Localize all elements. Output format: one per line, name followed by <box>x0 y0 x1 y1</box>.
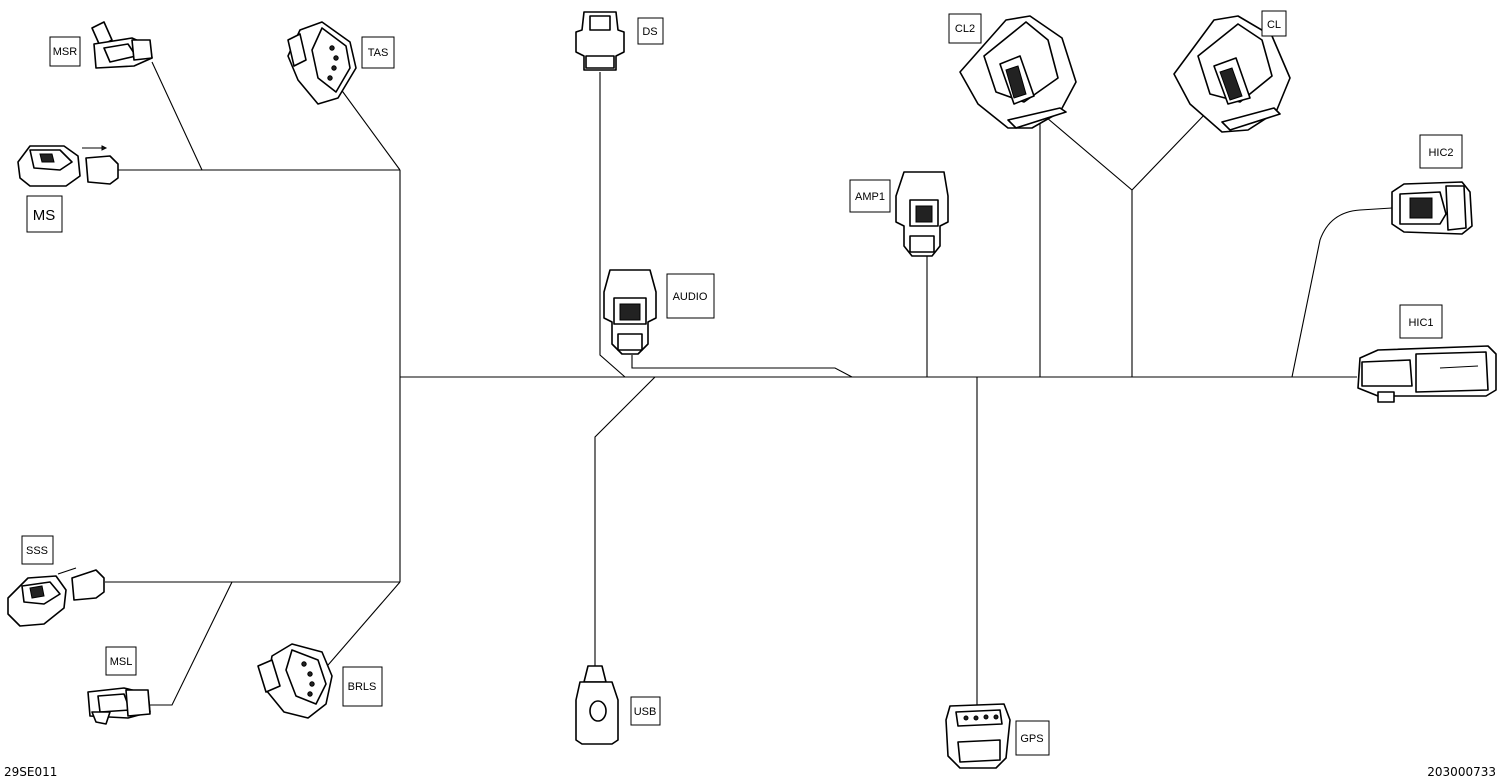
usb-connector <box>575 665 619 745</box>
label-amp1: AMP1 <box>849 179 891 213</box>
brls-branch-wire <box>321 581 401 673</box>
ds-connector <box>575 11 625 71</box>
label-usb: USB <box>630 696 661 726</box>
msr-connector <box>91 21 153 69</box>
label-ms-text: MS <box>33 207 56 224</box>
sss-connector <box>7 567 105 627</box>
label-cl-text: CL <box>1267 19 1281 31</box>
audio-branch-wire <box>631 355 853 378</box>
label-tas: TAS <box>361 36 395 69</box>
label-amp1-text: AMP1 <box>855 191 885 203</box>
hic2-connector <box>1391 181 1473 235</box>
label-sss-text: SSS <box>26 545 48 557</box>
label-cl2: CL2 <box>948 13 982 44</box>
label-audio: AUDIO <box>666 273 715 319</box>
ds-branch-wire <box>599 72 626 378</box>
amp1-connector <box>895 171 949 257</box>
label-cl2-text: CL2 <box>955 23 975 35</box>
brls-connector <box>257 643 333 719</box>
label-audio-text: AUDIO <box>673 291 708 303</box>
label-sss: SSS <box>21 535 54 565</box>
label-hic2: HIC2 <box>1419 134 1463 169</box>
label-cl: CL <box>1261 10 1287 37</box>
tas-branch-wire <box>339 87 401 171</box>
harness-wires <box>105 61 1393 706</box>
label-ms: MS <box>26 195 63 233</box>
label-msl: MSL <box>105 646 137 676</box>
msl-connector <box>87 687 151 725</box>
label-gps: GPS <box>1015 720 1050 756</box>
audio-connector <box>603 269 657 355</box>
drawing-reference-left: 29SE011 <box>4 765 58 779</box>
gps-connector <box>945 703 1011 769</box>
label-brls: BRLS <box>342 666 383 707</box>
label-usb-text: USB <box>634 706 657 718</box>
msl-branch-wire <box>150 581 233 706</box>
label-gps-text: GPS <box>1020 733 1043 745</box>
cl-junction-wire <box>1039 111 1208 191</box>
label-msl-text: MSL <box>110 656 133 668</box>
ms-connector <box>17 145 119 187</box>
label-hic2-text: HIC2 <box>1428 147 1453 159</box>
tas-connector <box>287 21 357 105</box>
hic1-connector <box>1357 345 1497 403</box>
label-msr-text: MSR <box>53 46 78 58</box>
cl-connector <box>1173 15 1291 133</box>
label-tas-text: TAS <box>368 47 389 59</box>
label-hic1-text: HIC1 <box>1408 317 1433 329</box>
label-ds-text: DS <box>642 26 657 38</box>
label-msr: MSR <box>49 36 81 67</box>
drawing-reference-right: 203000733 <box>1427 765 1496 779</box>
label-hic1: HIC1 <box>1399 304 1443 339</box>
usb-branch-wire <box>594 376 656 668</box>
msr-branch-wire <box>151 61 203 171</box>
hic2-branch-wire <box>1291 207 1393 378</box>
cl2-connector <box>959 15 1077 129</box>
label-brls-text: BRLS <box>348 681 377 693</box>
label-ds: DS <box>637 17 664 45</box>
